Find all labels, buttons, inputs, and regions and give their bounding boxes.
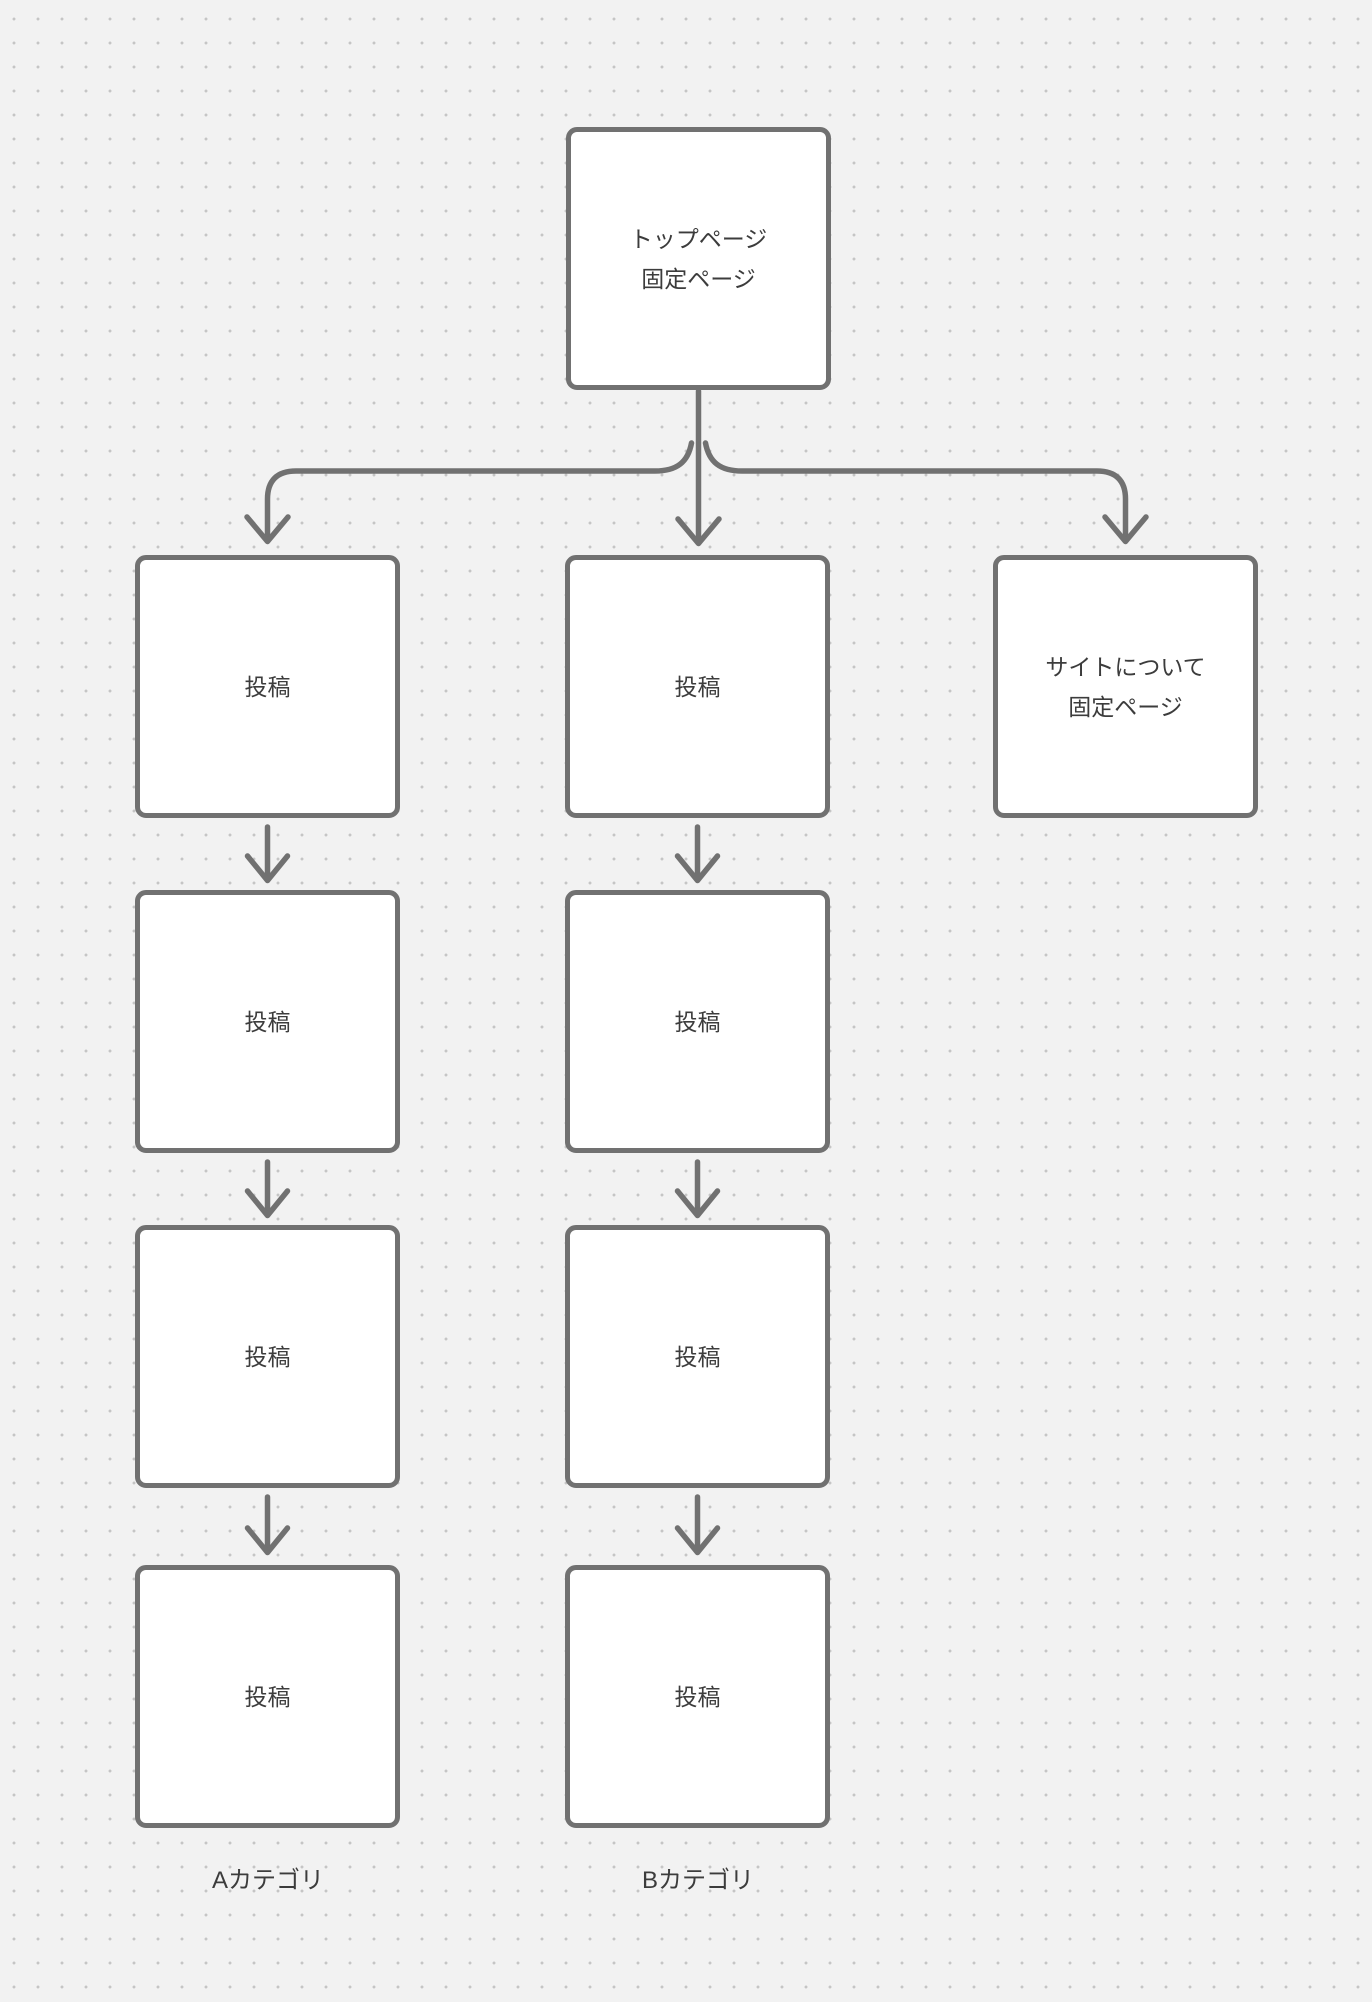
node-about-page-line1: サイトについて xyxy=(1045,653,1206,680)
node-post-b4[interactable]: 投稿 xyxy=(565,1565,830,1828)
arrowhead-icon xyxy=(674,1188,721,1219)
branch-center-arrowhead-icon xyxy=(675,516,722,547)
node-post-b3[interactable]: 投稿 xyxy=(565,1225,830,1488)
column-b-label[interactable]: Bカテゴリ xyxy=(641,1867,755,1894)
arrowhead-icon xyxy=(244,853,291,884)
connector-b2-b3[interactable] xyxy=(674,1159,721,1219)
node-post-a2[interactable]: 投稿 xyxy=(135,890,400,1153)
node-post-a4[interactable]: 投稿 xyxy=(135,1565,400,1828)
node-post-a1-label: 投稿 xyxy=(244,673,291,700)
branch-left-arrowhead-icon xyxy=(244,514,291,545)
branch-left-line xyxy=(264,440,695,543)
node-post-b1-label: 投稿 xyxy=(674,673,721,700)
arrowhead-icon xyxy=(244,1188,291,1219)
node-post-a4-label: 投稿 xyxy=(244,1683,291,1710)
node-top-page[interactable]: トップページ 固定ページ xyxy=(566,127,831,390)
node-post-a2-label: 投稿 xyxy=(244,1008,291,1035)
node-post-a1[interactable]: 投稿 xyxy=(135,555,400,818)
node-post-b1[interactable]: 投稿 xyxy=(565,555,830,818)
connector-a3-a4[interactable] xyxy=(244,1494,291,1556)
connector-b3-b4[interactable] xyxy=(674,1494,721,1556)
node-about-page-text: サイトについて 固定ページ xyxy=(1045,647,1205,727)
node-about-page-line2: 固定ページ xyxy=(1068,693,1183,720)
arrowhead-icon xyxy=(674,853,721,884)
connector-a2-a3[interactable] xyxy=(244,1159,291,1219)
connector-a1-a2[interactable] xyxy=(244,824,291,884)
arrowhead-icon xyxy=(674,1525,721,1556)
branch-right-arrowhead-icon xyxy=(1102,514,1149,545)
node-about-page[interactable]: サイトについて 固定ページ xyxy=(993,555,1258,818)
node-post-b3-label: 投稿 xyxy=(674,1343,721,1370)
node-top-page-line1: トップページ xyxy=(629,225,768,252)
node-top-page-line2: 固定ページ xyxy=(641,265,756,292)
node-post-b2-label: 投稿 xyxy=(674,1008,721,1035)
node-post-a3-label: 投稿 xyxy=(244,1343,291,1370)
connector-top-branch[interactable] xyxy=(244,388,1149,547)
connector-b1-b2[interactable] xyxy=(674,824,721,884)
node-post-a3[interactable]: 投稿 xyxy=(135,1225,400,1488)
node-top-page-text: トップページ 固定ページ xyxy=(630,219,768,299)
arrowhead-icon xyxy=(244,1525,291,1556)
branch-right-line xyxy=(702,440,1129,543)
node-post-b4-label: 投稿 xyxy=(674,1683,721,1710)
node-post-b2[interactable]: 投稿 xyxy=(565,890,830,1153)
column-a-label[interactable]: Aカテゴリ xyxy=(211,1867,325,1894)
